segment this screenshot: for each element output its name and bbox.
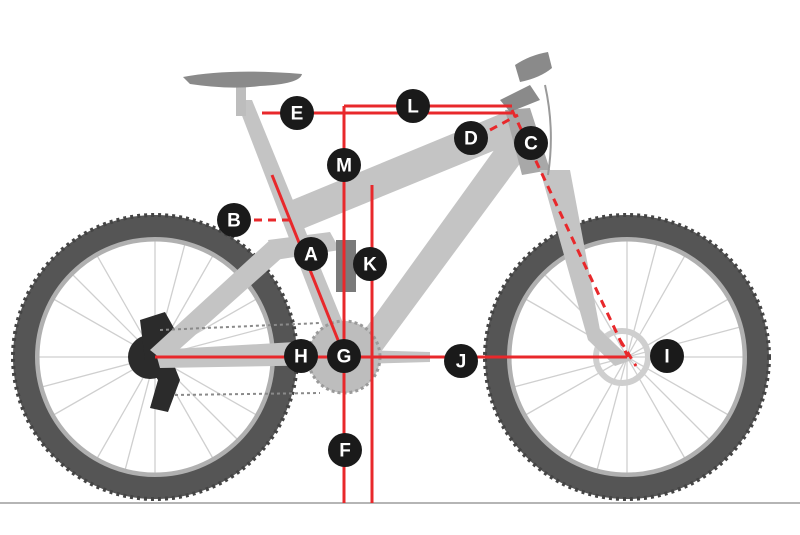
marker-E[interactable]: E — [280, 96, 314, 130]
marker-D[interactable]: D — [454, 121, 488, 155]
brake-cable — [544, 84, 552, 176]
marker-label-C: C — [524, 134, 538, 155]
stem — [500, 85, 540, 112]
marker-label-F: F — [339, 441, 351, 462]
marker-A[interactable]: A — [294, 237, 328, 271]
marker-label-I: I — [664, 347, 669, 368]
marker-B[interactable]: B — [217, 203, 251, 237]
saddle — [183, 71, 302, 88]
marker-label-B: B — [227, 211, 241, 232]
marker-label-A: A — [304, 245, 318, 266]
marker-H[interactable]: H — [284, 339, 318, 373]
marker-label-L: L — [407, 97, 419, 118]
marker-label-J: J — [456, 352, 467, 373]
marker-K[interactable]: K — [353, 247, 387, 281]
marker-F[interactable]: F — [328, 433, 362, 467]
marker-label-D: D — [464, 129, 478, 150]
chain-bottom — [174, 392, 321, 396]
chain-top — [159, 322, 321, 331]
marker-label-M: M — [336, 156, 352, 177]
marker-J[interactable]: J — [444, 344, 478, 378]
marker-M[interactable]: M — [327, 148, 361, 182]
marker-C[interactable]: C — [514, 126, 548, 160]
marker-label-G: G — [337, 347, 352, 368]
marker-L[interactable]: L — [396, 89, 430, 123]
marker-label-K: K — [363, 255, 377, 276]
marker-label-H: H — [294, 347, 308, 368]
handlebar — [515, 52, 552, 82]
rear-shock — [336, 240, 356, 292]
marker-G[interactable]: G — [327, 339, 361, 373]
seatpost — [236, 86, 246, 116]
marker-label-E: E — [291, 104, 304, 125]
marker-I[interactable]: I — [650, 339, 684, 373]
